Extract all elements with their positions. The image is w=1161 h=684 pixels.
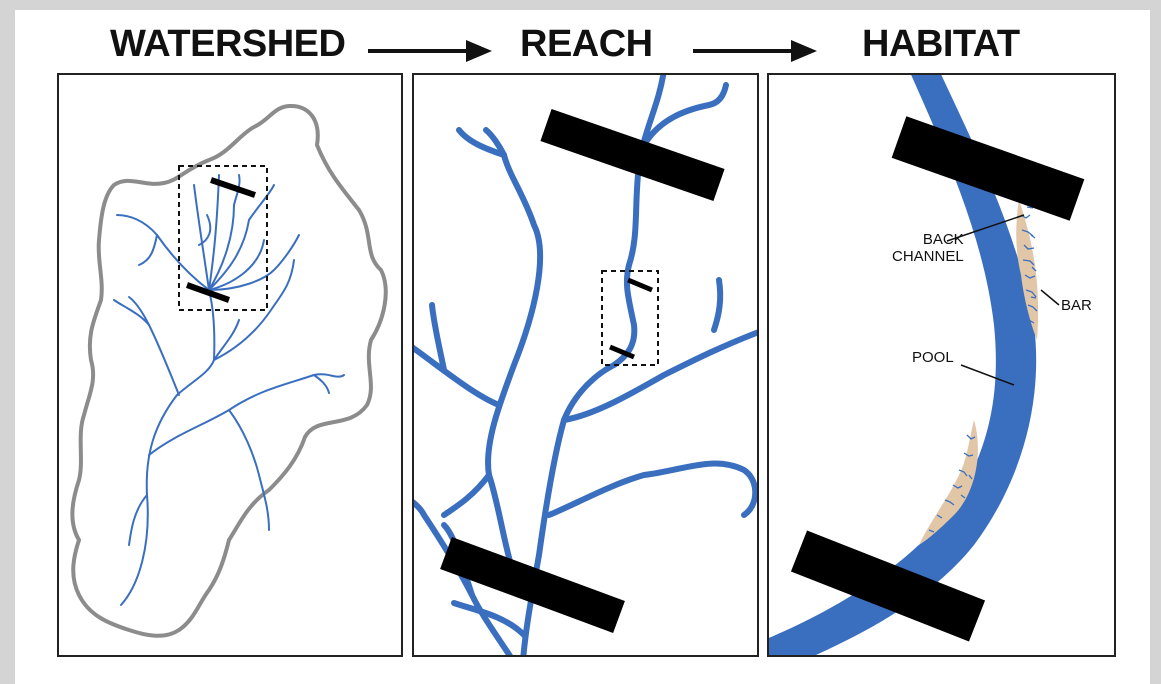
pool-label: POOL — [912, 349, 954, 366]
back-channel-label-line1: BACK — [922, 231, 964, 248]
bar-label: BAR — [1061, 297, 1092, 314]
panel-watershed — [57, 73, 403, 657]
sediment-patch — [919, 420, 978, 545]
reach-marker-lower — [185, 282, 231, 303]
stream-channel — [769, 75, 1037, 655]
bar-leader — [1040, 289, 1060, 306]
pool-leader — [960, 364, 1015, 386]
stream-network — [113, 174, 345, 606]
habitat-marker-upper — [627, 277, 653, 293]
reach-stream-network — [414, 75, 757, 655]
habitat-map — [769, 75, 1085, 655]
back-channel-label-line2: CHANNEL — [892, 248, 964, 265]
point-bar — [1016, 200, 1039, 340]
habitat-marker-lower — [609, 344, 635, 360]
reach-marker-upper — [540, 108, 725, 202]
back-channel-label: BACK CHANNEL — [892, 231, 964, 265]
panel-habitat: BACK CHANNEL BAR POOL — [767, 73, 1116, 657]
habitat-extent-box — [601, 270, 659, 366]
reach-extent-box — [178, 165, 268, 311]
title-watershed: WATERSHED — [110, 23, 346, 65]
arrow-watershed-to-reach — [368, 40, 492, 62]
title-reach: REACH — [520, 23, 653, 65]
reach-marker-lower — [440, 537, 625, 633]
watershed-boundary — [70, 103, 388, 638]
arrow-reach-to-habitat — [693, 40, 817, 62]
reach-map — [414, 75, 757, 655]
panel-reach — [412, 73, 759, 657]
habitat-marker-upper — [891, 116, 1085, 221]
watershed-map — [70, 103, 388, 638]
back-channel-leader — [946, 214, 1025, 242]
reach-marker-upper — [210, 177, 256, 198]
title-habitat: HABITAT — [862, 23, 1020, 65]
habitat-marker-lower — [790, 530, 986, 642]
